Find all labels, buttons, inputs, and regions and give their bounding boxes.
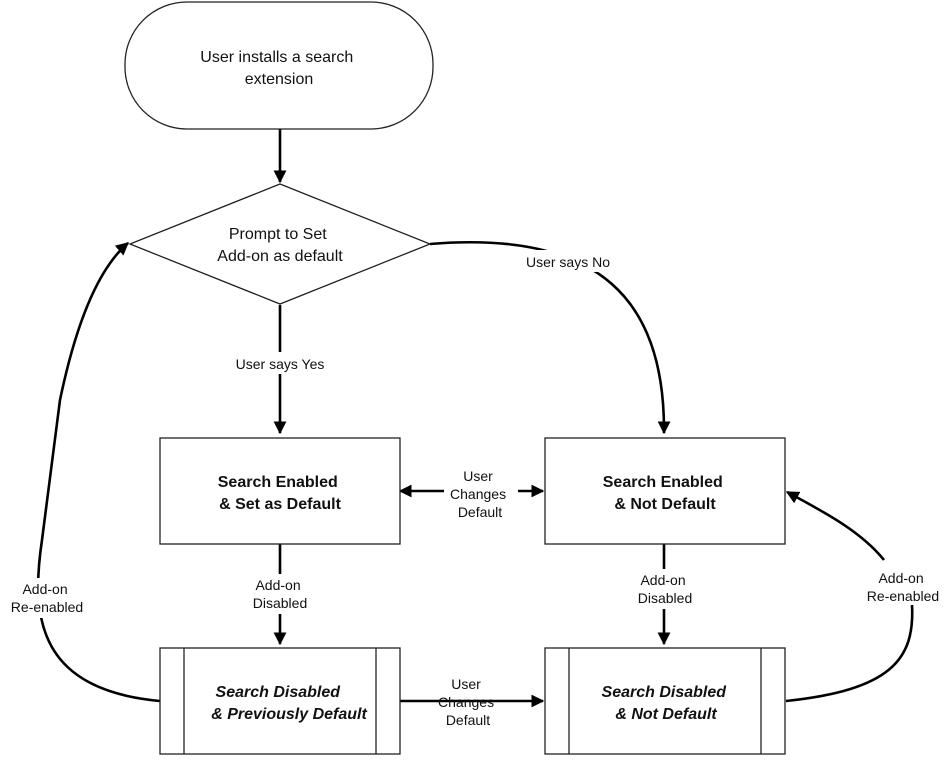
disabled-not-default-box: [544, 647, 786, 755]
svg-text:Search Enabled & Set as: Search Enabled & Set as Default: [218, 474, 343, 513]
label-addon-reenabled-right: Add-on Re-enabled: [867, 570, 939, 604]
svg-text:Search Disabled & Not De: Search Disabled & Not Default: [602, 684, 731, 723]
start-label-line-2: extension: [245, 71, 314, 88]
start-terminal: [124, 1, 434, 130]
label-user-changes-default-bottom: User Changes Default: [438, 676, 498, 728]
label-addon-reenabled-left: Add-on Re-enabled: [11, 581, 83, 615]
prompt-label-line-2: Add-on as default: [217, 248, 343, 265]
edge-labels: User says No User says Yes User Changes …: [2, 250, 939, 728]
prompt-label-line-1: Prompt to Set: [229, 226, 327, 243]
enabled-not-default-box: [544, 437, 786, 545]
enabled-default-box: [159, 437, 401, 545]
label-addon-disabled-right: Add-on Disabled: [638, 572, 692, 606]
edges: [36, 129, 914, 708]
prompt-decision: [128, 183, 432, 305]
enabled-not-default-line-2: & Not Default: [614, 496, 716, 513]
disabled-prev-default-box: [159, 647, 401, 755]
node-disabled-not-default: Search Disabled & Not Default: [544, 647, 786, 755]
svg-text:Search Disabled & Previo: Search Disabled & Previously Default: [211, 684, 367, 723]
start-label-line-1: User installs a search: [200, 49, 353, 66]
svg-text:Search Enabled & Not Def: Search Enabled & Not Default: [603, 474, 728, 513]
edge-addon-reenabled-right: [786, 492, 914, 703]
disabled-prev-default-line-1: Search Disabled: [216, 684, 342, 701]
enabled-default-line-2: & Set as Default: [219, 496, 341, 513]
svg-text:Prompt to Set Add-on as: Prompt to Set Add-on as default: [217, 226, 343, 265]
node-enabled-default: Search Enabled & Set as Default: [159, 437, 401, 545]
disabled-not-default-line-1: Search Disabled: [602, 684, 728, 701]
node-prompt: Prompt to Set Add-on as default: [128, 183, 432, 305]
label-user-says-yes: User says Yes: [236, 356, 325, 372]
edge-prompt-to-enabled-not-default: [429, 240, 671, 435]
node-disabled-prev-default: Search Disabled & Previously Default: [159, 647, 401, 755]
label-user-says-no: User says No: [526, 254, 610, 270]
enabled-not-default-line-1: Search Enabled: [603, 474, 723, 491]
edge-addon-reenabled-left: [36, 242, 161, 703]
disabled-not-default-line-2: & Not Default: [615, 706, 717, 723]
node-enabled-not-default: Search Enabled & Not Default: [544, 437, 786, 545]
enabled-default-line-1: Search Enabled: [218, 474, 338, 491]
svg-text:User installs a search e: User installs a search extension: [200, 49, 357, 88]
node-start: User installs a search extension: [124, 1, 434, 130]
label-user-changes-default-top: User Changes Default: [450, 468, 510, 520]
label-addon-disabled-left: Add-on Disabled: [253, 577, 307, 611]
disabled-prev-default-line-2: & Previously Default: [211, 706, 367, 723]
